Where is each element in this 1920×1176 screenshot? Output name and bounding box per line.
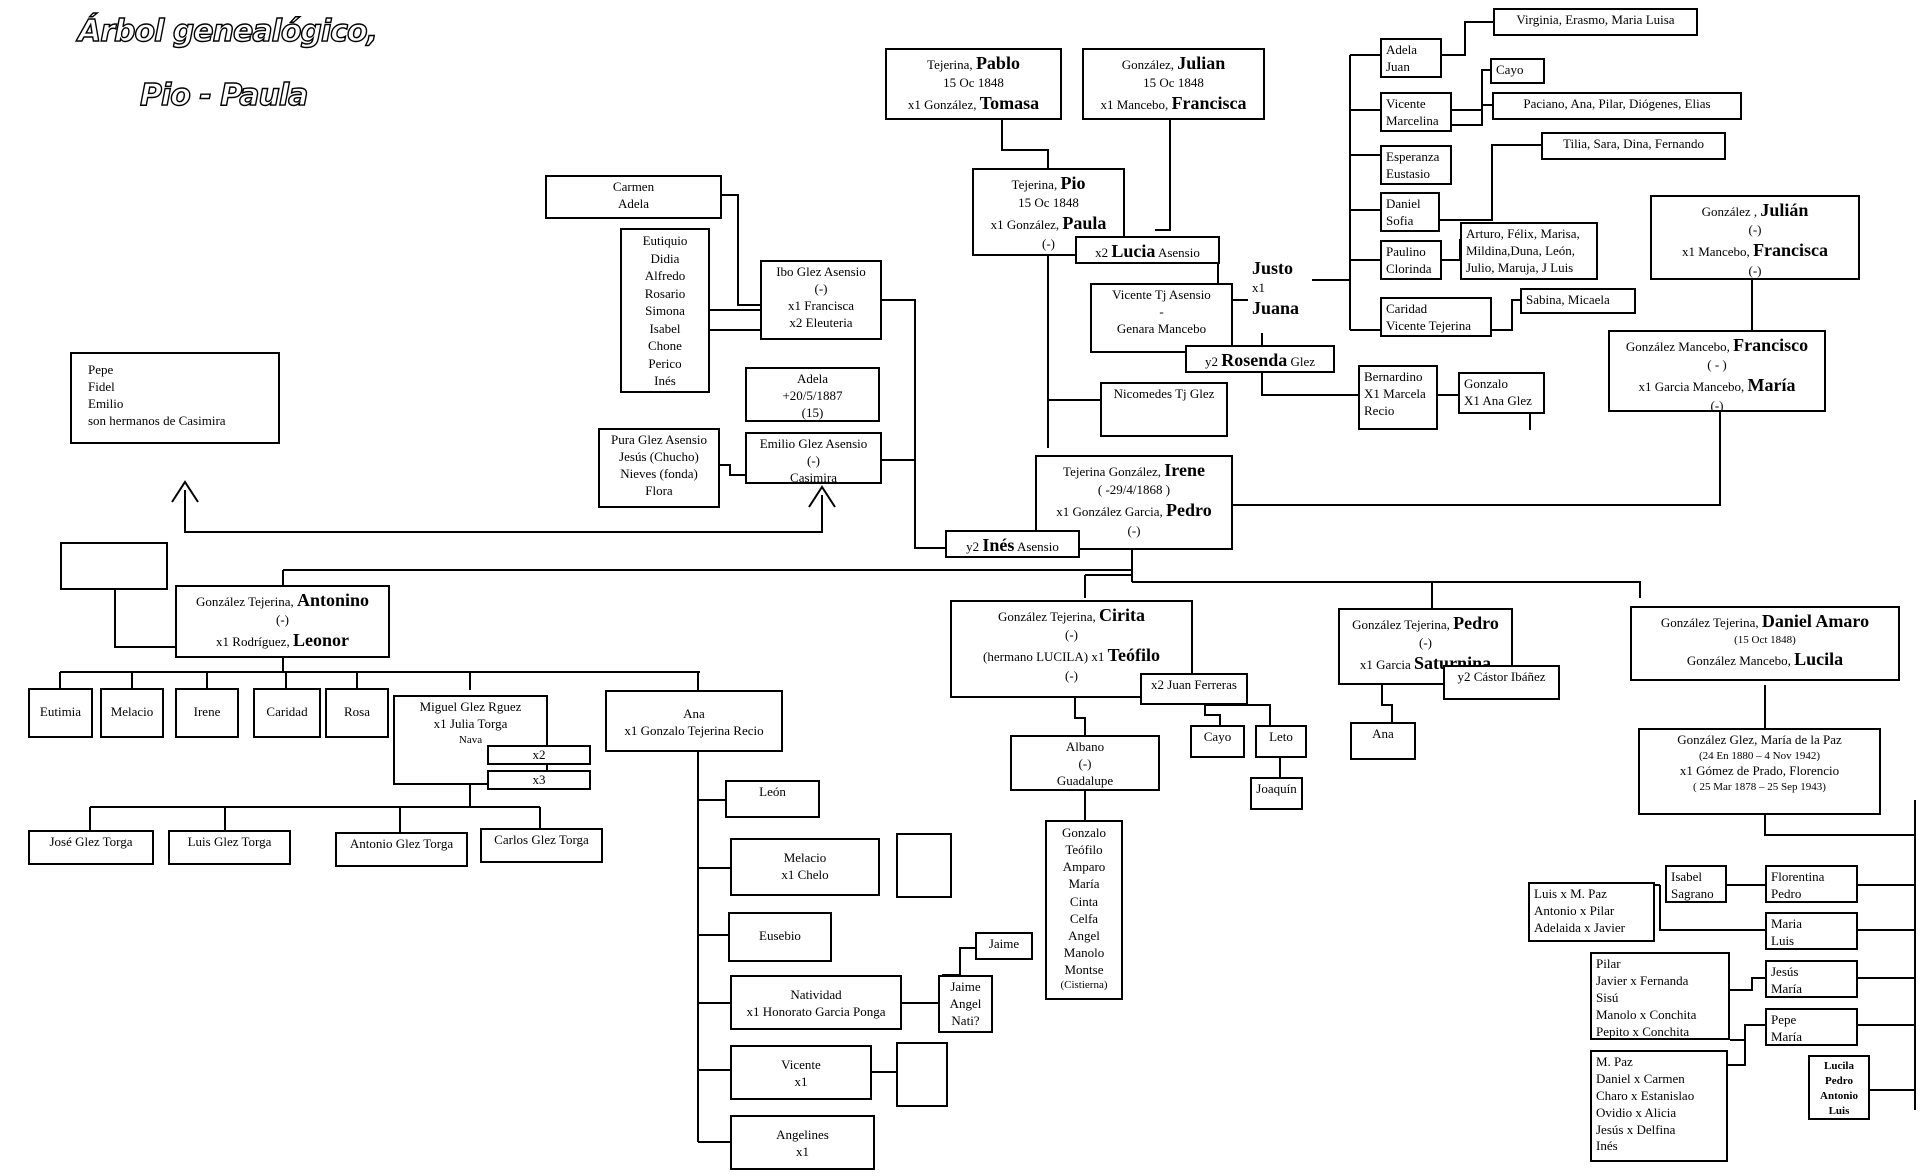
person-caridad-small: Caridad [253, 688, 321, 738]
person-cayo-small: Cayo [1190, 725, 1245, 758]
person-lucia: x2 Lucia Asensio [1075, 236, 1220, 264]
person-julian-top: González, Julian 15 Oc 1848 x1 Mancebo, … [1082, 48, 1265, 120]
children-paciano: Paciano, Ana, Pilar, Diógenes, Elias [1492, 92, 1742, 120]
person-julian-right: González , Julián (-) x1 Mancebo, Franci… [1650, 195, 1860, 280]
person-juan-ferreras: x2 Juan Ferreras [1140, 673, 1248, 705]
person-irene-small: Irene [175, 688, 239, 738]
person-jaime: Jaime [975, 932, 1033, 960]
person-eutimia: Eutimia [28, 688, 93, 738]
person-rosa: Rosa [325, 688, 389, 738]
marriage-x2: x2 [487, 745, 591, 765]
person-maria-paz: González Glez, María de la Paz(24 En 188… [1638, 728, 1881, 815]
person-jose: José Glez Torga [28, 830, 154, 865]
chart-title-line1: Árbol genealógico, [77, 13, 378, 49]
person-leon: León [725, 780, 820, 818]
empty-box [60, 542, 168, 590]
person-adela-1887: Adela+20/5/1887(15) [745, 367, 880, 422]
chart-title-line2: Pio - Paula [139, 77, 309, 113]
person-albano: Albano(-)Guadalupe [1010, 735, 1160, 791]
person-antonino: González Tejerina, Antonino (-) x1 Rodrí… [175, 585, 390, 658]
person-eusebio: Eusebio [728, 912, 832, 962]
person-vicente-genara: Vicente Tj Asensio-Genara Mancebo [1090, 283, 1233, 353]
children-arturo: Arturo, Félix, Marisa,Mildina,Duna, León… [1460, 222, 1598, 280]
person-pedro-saturnina: González Tejerina, Pedro (-) x1 Garcia S… [1338, 608, 1513, 685]
person-castor: y2 Cástor Ibáñez [1443, 665, 1560, 700]
empty-box-vicente [896, 1042, 948, 1107]
person-emilio: Emilio Glez Asensio(-)Casimira [745, 432, 882, 484]
children-tilia: Tilia, Sara, Dina, Fernando [1541, 132, 1726, 160]
person-leto: Leto [1255, 725, 1307, 758]
person-melacio: Melacio [100, 688, 164, 738]
person-carlos: Carlos Glez Torga [480, 828, 603, 863]
person-pablo: Tejerina, Pablo 15 Oc 1848 x1 González, … [885, 48, 1062, 120]
marriage-x3: x3 [487, 770, 591, 790]
person-daniel-amaro: González Tejerina, Daniel Amaro (15 Oct … [1630, 606, 1900, 681]
person-cayo-top: Cayo [1490, 58, 1545, 84]
person-ines: y2 Inés Asensio [945, 530, 1080, 558]
empty-box-melacio [896, 833, 952, 898]
person-nicomedes: Nicomedes Tj Glez [1100, 382, 1228, 437]
person-rosenda: y2 Rosenda Glez [1185, 345, 1335, 373]
children-sabina: Sabina, Micaela [1520, 288, 1636, 314]
person-francisco: González Mancebo, Francisco ( - ) x1 Gar… [1608, 330, 1826, 412]
person-antonio-torga: Antonio Glez Torga [335, 832, 468, 867]
person-joaquin: Joaquín [1250, 777, 1303, 810]
children-virginia: Virginia, Erasmo, Maria Luisa [1493, 8, 1698, 36]
person-luis-torga: Luis Glez Torga [168, 830, 291, 865]
person-ana-small: Ana [1350, 722, 1416, 760]
